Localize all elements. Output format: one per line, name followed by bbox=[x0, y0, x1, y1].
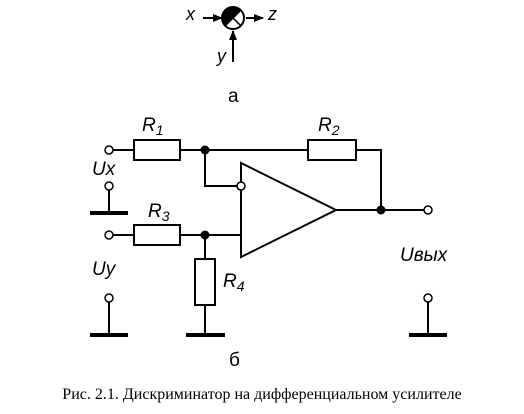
resistor-r2 bbox=[307, 139, 357, 161]
terminal-output bbox=[423, 205, 433, 215]
label-ux: Ux bbox=[92, 159, 117, 180]
resistor-r1 bbox=[133, 139, 181, 161]
label-uout: Uвых bbox=[400, 245, 449, 266]
terminal-output-ground bbox=[423, 293, 433, 303]
z-label: z bbox=[267, 4, 277, 24]
junction-bottom bbox=[200, 230, 210, 240]
terminal-uy-input bbox=[104, 230, 114, 240]
junction-output bbox=[376, 205, 386, 215]
label-r2: R2 bbox=[318, 115, 340, 138]
label-r1: R1 bbox=[142, 115, 164, 138]
y-label: y bbox=[215, 46, 227, 66]
x-label: x bbox=[185, 4, 196, 24]
terminal-ux-ground bbox=[104, 181, 114, 191]
terminal-ux-input bbox=[104, 145, 114, 155]
label-r3: R3 bbox=[148, 201, 170, 224]
inverting-input-bubble bbox=[236, 181, 246, 191]
diagram-b-label: б bbox=[229, 350, 240, 371]
figure-caption: Рис. 2.1. Дискриминатор на дифференциаль… bbox=[62, 386, 461, 403]
resistor-r4 bbox=[194, 258, 216, 306]
terminal-uy-ground bbox=[104, 293, 114, 303]
label-r4: R4 bbox=[223, 271, 245, 294]
diagram-b: R1 R2 R3 R4 Ux Uy Uвых б bbox=[90, 115, 449, 371]
op-amp bbox=[240, 161, 339, 259]
label-uy: Uy bbox=[92, 259, 117, 280]
resistor-r3 bbox=[133, 224, 181, 246]
comparator-symbol bbox=[221, 6, 245, 30]
feedback-wire bbox=[356, 149, 382, 210]
diagram-a-label: а bbox=[228, 86, 239, 107]
inverting-input-wire bbox=[204, 150, 237, 187]
diagram-a: x z y а bbox=[185, 4, 277, 107]
junction-top bbox=[200, 145, 210, 155]
